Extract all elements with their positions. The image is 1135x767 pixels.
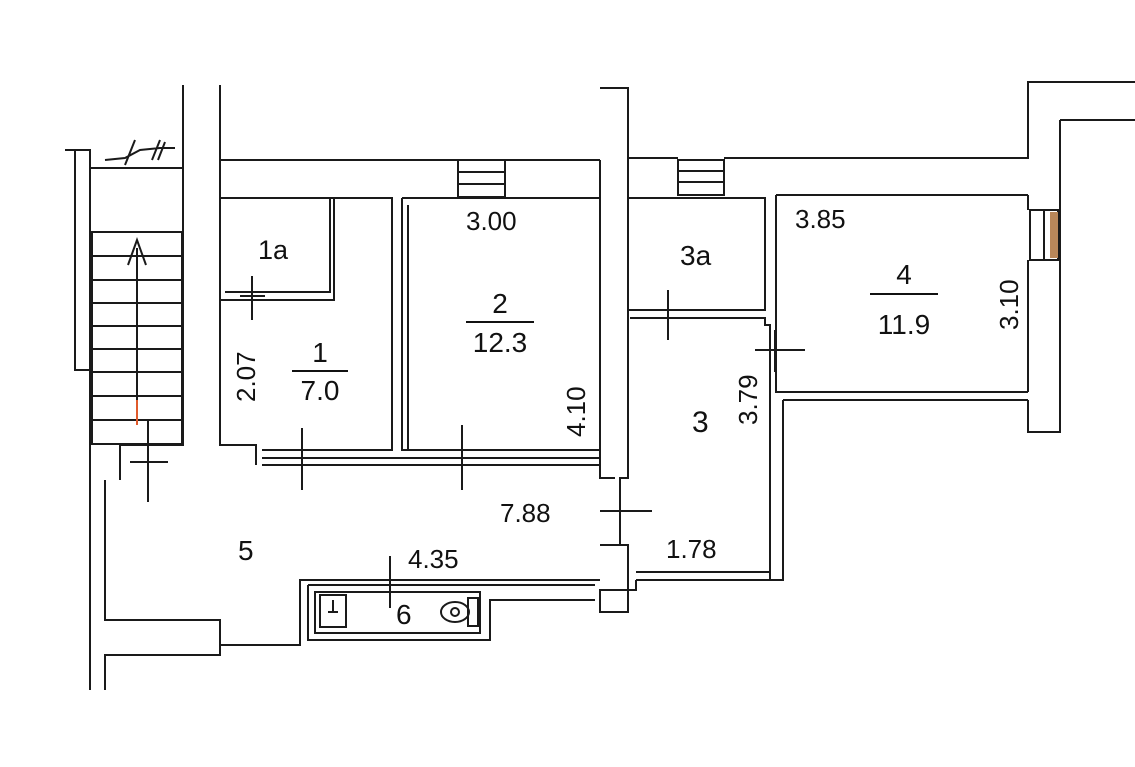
room-1-area: 7.0 [301,375,340,406]
walls [65,81,1135,690]
dim-room3-height: 3.79 [733,374,763,425]
dim-room3-width: 1.78 [666,534,717,564]
toilet-icon [440,601,470,623]
room-1a-number: 1а [258,235,289,265]
bathroom-fixtures [319,594,479,628]
room-3a-number: 3а [680,240,712,271]
room-6-number: 6 [396,599,412,630]
dim-room2-width: 3.00 [466,206,517,236]
room-labels: 1а 1 7.0 2 12.3 3а 3 4 11.9 5 6 [238,235,938,630]
room-4-number: 4 [896,259,912,290]
windows [457,159,1059,261]
room-5-number: 5 [238,535,254,566]
room-3-number: 3 [692,406,709,439]
dim-room4-width: 3.85 [795,204,846,234]
window-top-left [457,159,506,198]
window-top-right [677,159,725,196]
room-2-area: 12.3 [473,327,528,358]
room-1-number: 1 [312,337,328,368]
dim-room2-height: 4.10 [561,386,591,437]
dim-room4-height: 3.10 [994,279,1024,330]
room-4-area: 11.9 [878,309,930,340]
sink-icon [319,594,347,628]
door-marks [130,276,805,608]
dim-room1-height: 2.07 [231,351,261,402]
dimension-labels: 3.00 3.85 7.88 4.35 1.78 2.07 4.10 3.79 … [231,204,1024,574]
staircase [91,139,183,445]
dim-corridor-length: 7.88 [500,498,551,528]
dim-corridor-width: 4.35 [408,544,459,574]
room-2-number: 2 [492,288,508,319]
